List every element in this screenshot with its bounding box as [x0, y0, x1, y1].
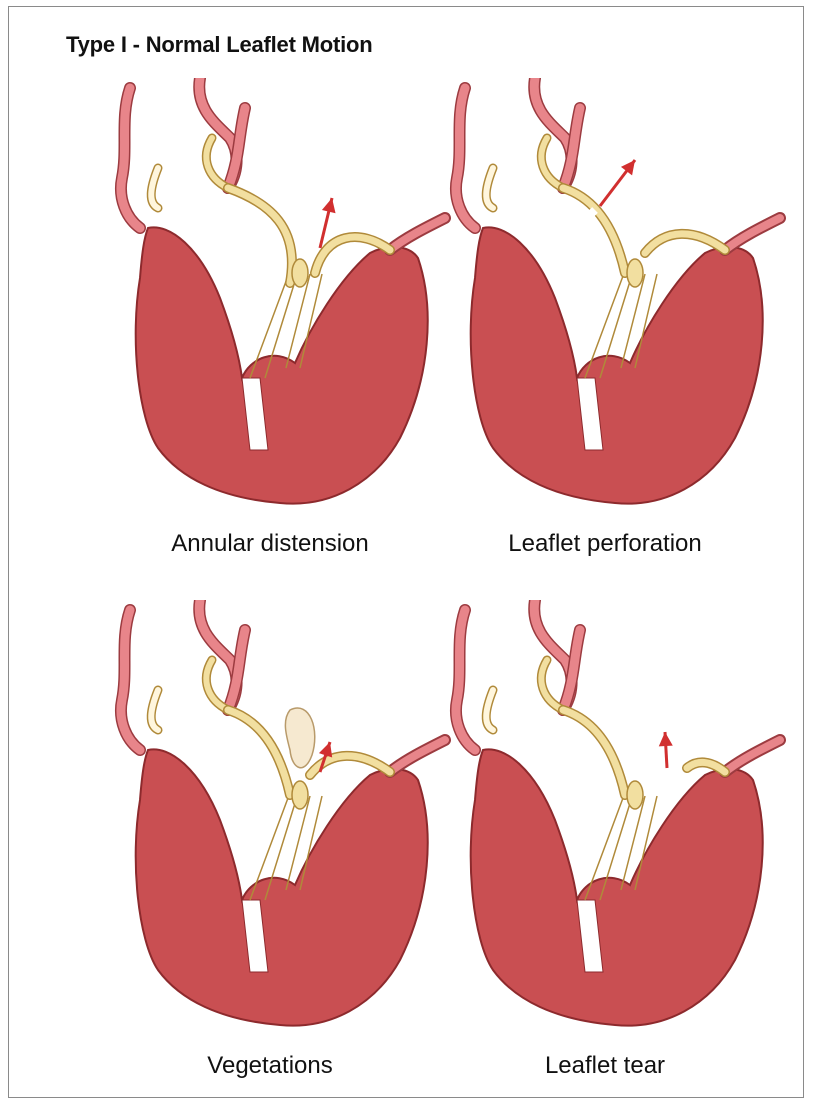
caption-annular-distension: Annular distension — [100, 530, 440, 558]
coaptation-point — [292, 781, 308, 809]
perforation-gap — [575, 210, 595, 230]
caption-leaflet-tear: Leaflet tear — [435, 1052, 775, 1080]
regurgitation-arrow-head — [659, 732, 673, 746]
vegetation-mass — [285, 708, 314, 768]
coaptation-point — [627, 781, 643, 809]
figure-title: Type I - Normal Leaflet Motion — [66, 32, 373, 58]
panel-leaflet-tear: Leaflet tear — [435, 600, 814, 1100]
right-vessel-lumen — [725, 740, 780, 772]
anterior-leaflet — [228, 710, 290, 795]
anterior-leaflet — [563, 710, 625, 795]
myocardium — [136, 749, 428, 1025]
myocardium — [136, 227, 428, 503]
panel-leaflet-perforation: Leaflet perforation — [435, 78, 814, 578]
myocardium — [471, 227, 763, 503]
myocardium — [471, 749, 763, 1025]
heart-illustration-leaflet-perforation — [435, 78, 814, 508]
caption-vegetations: Vegetations — [100, 1052, 440, 1080]
coaptation-point — [292, 259, 308, 287]
regurgitation-arrow-head — [322, 198, 336, 213]
caption-leaflet-perforation: Leaflet perforation — [435, 530, 775, 558]
right-vessel-lumen — [725, 218, 780, 250]
regurgitation-arrow-head — [319, 742, 332, 757]
regurgitation-arrow-head — [621, 160, 635, 175]
heart-illustration-leaflet-tear — [435, 600, 814, 1030]
coaptation-point — [627, 259, 643, 287]
anterior-leaflet — [563, 188, 625, 273]
